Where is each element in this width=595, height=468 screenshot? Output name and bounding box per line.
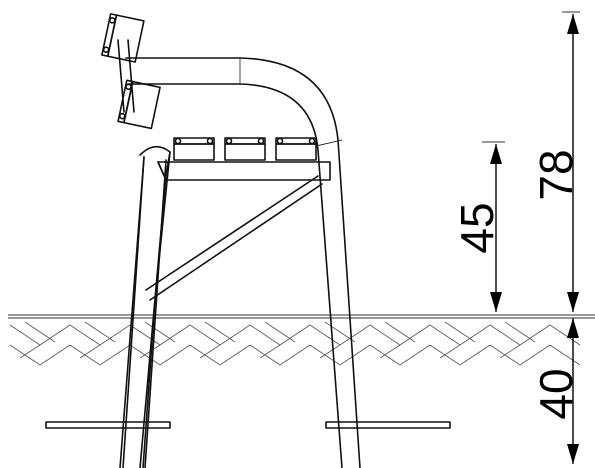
dimension-arrow-down [490, 292, 502, 312]
overall-height-dimension: 78 [530, 11, 582, 312]
dimension-arrow-up [567, 318, 579, 338]
dimension-arrow-up [490, 144, 502, 164]
seat-height-dimension: 45 [451, 141, 505, 312]
seat-slats [173, 137, 317, 161]
right-leg-backrest-tube [125, 57, 361, 468]
seat-height-label: 45 [451, 202, 503, 253]
backrest-clamps [101, 13, 161, 130]
soil-hatching [9, 321, 581, 366]
overall-height-label: 78 [530, 149, 582, 200]
dimension-arrow-up [567, 14, 579, 34]
dimension-arrow-down [567, 444, 579, 464]
diagonal-brace [145, 175, 323, 301]
right-anchor-plate [325, 421, 451, 429]
left-anchor-plate [45, 421, 171, 429]
seat-frame [157, 161, 331, 181]
dimension-arrow-down [567, 292, 579, 312]
ground [8, 314, 595, 366]
left-leg [119, 145, 171, 468]
embed-depth-dimension: 40 [530, 318, 582, 464]
seat-slat-3 [275, 143, 317, 161]
embed-depth-label: 40 [530, 368, 582, 419]
seat-slat-2 [224, 143, 266, 161]
seat-slat-1 [173, 143, 215, 161]
